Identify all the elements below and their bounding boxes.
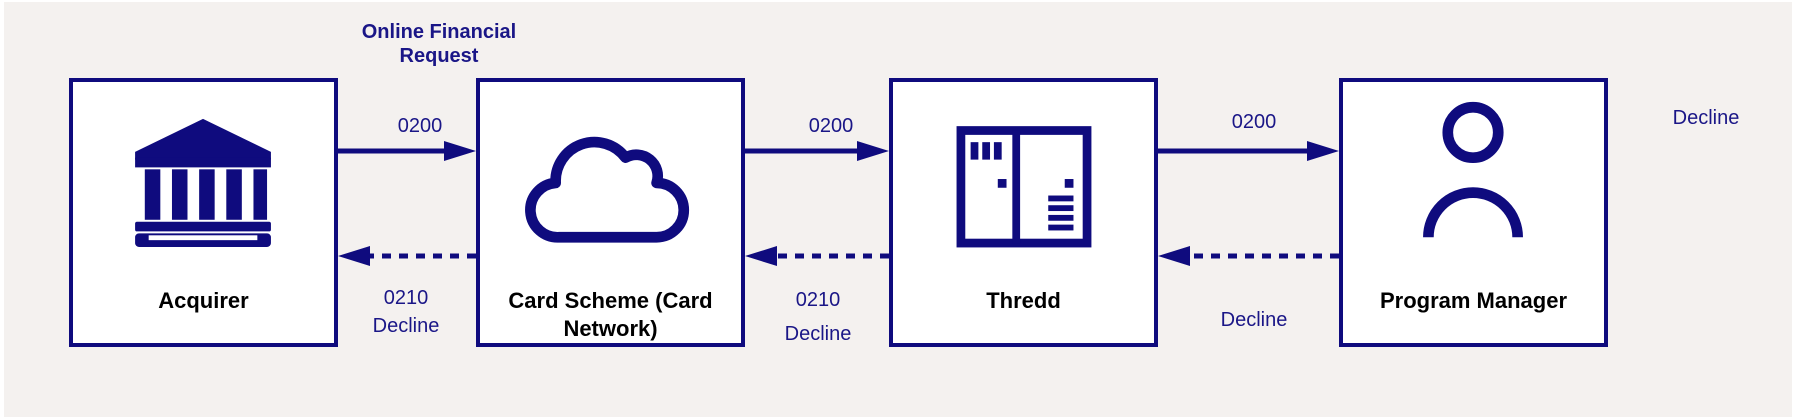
node-label: Card Scheme (Card Network)	[508, 288, 713, 341]
request-label-2: 0200	[808, 115, 854, 137]
response-text-1: Decline	[372, 315, 440, 337]
node-program-manager: Program Manager	[1339, 78, 1608, 347]
node-acquirer: Acquirer	[69, 78, 338, 347]
node-label: Thredd	[986, 288, 1061, 313]
request-arrow-1	[338, 141, 476, 161]
response-text-3: Decline	[1220, 309, 1288, 331]
response-arrow-1	[338, 246, 476, 266]
cloud-icon	[525, 136, 690, 243]
request-arrow-2	[745, 141, 889, 161]
connector-arrows	[338, 141, 1339, 266]
response-code-1: 0210	[383, 287, 429, 309]
response-code-2: 0210	[795, 289, 841, 311]
response-arrow-3	[1158, 246, 1339, 266]
diagram-title: Online Financial Request	[361, 21, 517, 67]
node-thredd: Thredd	[889, 78, 1158, 347]
outside-decline-label: Decline	[1672, 107, 1740, 129]
node-label: Acquirer	[158, 288, 249, 313]
request-arrow-3	[1158, 141, 1339, 161]
user-icon	[1423, 101, 1523, 238]
node-label: Program Manager	[1379, 288, 1568, 313]
server-rack-icon	[956, 126, 1092, 248]
request-label-3: 0200	[1231, 111, 1277, 133]
request-label-1: 0200	[397, 115, 443, 137]
bank-icon	[135, 118, 271, 247]
node-card-scheme: Card Scheme (Card Network)	[476, 78, 745, 347]
diagram-canvas: Online Financial Request Acquirer Card S…	[4, 2, 1792, 417]
response-arrow-2	[745, 246, 889, 266]
response-text-2: Decline	[784, 323, 852, 345]
